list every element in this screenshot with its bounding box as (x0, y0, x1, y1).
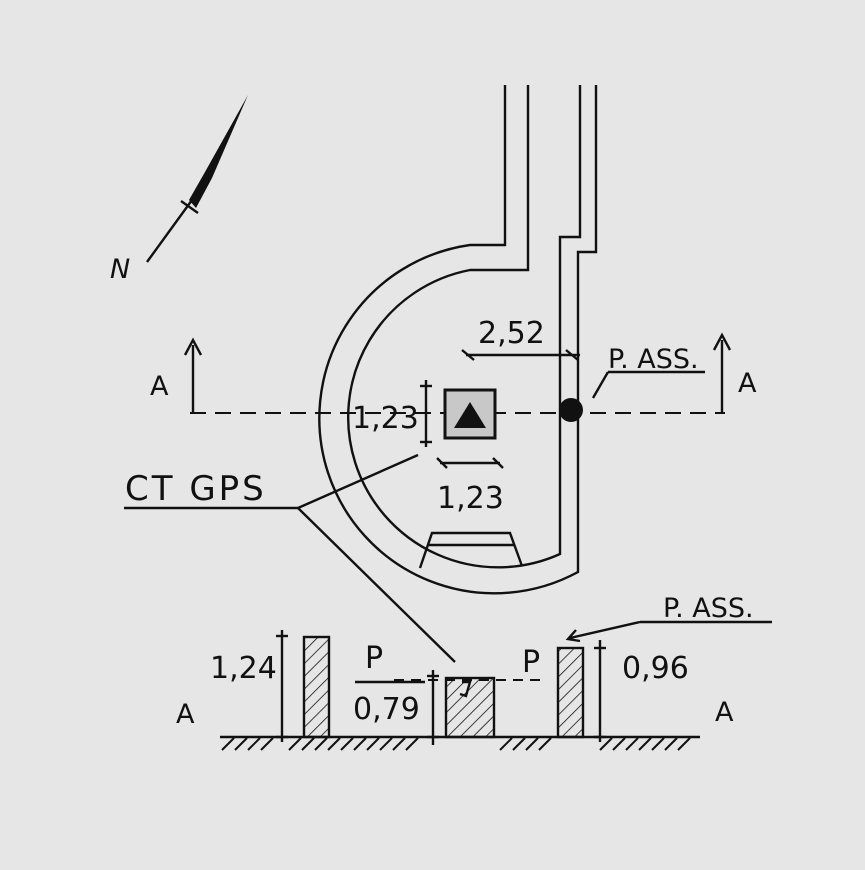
gps-marker (443, 388, 497, 440)
pass-point: P. ASS. (559, 344, 705, 422)
section-a-left: A (176, 699, 195, 730)
dim-left-height: 1,24 (210, 651, 277, 686)
pass-arrow-icon (565, 629, 581, 643)
dim-right-height: 0,96 (622, 651, 689, 686)
marker-hook-icon (459, 680, 472, 698)
ct-gps-label: CT GPS (125, 469, 267, 509)
section-view (220, 635, 700, 751)
triangle-icon (454, 402, 486, 428)
dim-center: 0,79 (353, 692, 420, 727)
plan-view (318, 85, 598, 595)
section-dims: 1,24 P 0,79 P 0,96 A A P. ASS. (176, 593, 772, 745)
outer-wall (318, 85, 598, 595)
section-label-right: A (738, 368, 757, 399)
pass-label-top: P. ASS. (608, 344, 699, 375)
section-a-right: A (715, 697, 734, 728)
p-left-label: P (365, 641, 383, 676)
bench-outer (418, 531, 524, 569)
section-label-left: A (150, 371, 169, 402)
section-line: A A (150, 332, 757, 414)
right-wall (556, 646, 585, 739)
inner-wall (347, 85, 582, 569)
dim-top: 2,52 (461, 316, 580, 361)
north-label: N (110, 254, 130, 285)
north-arrow-icon: N (110, 95, 248, 285)
left-wall (302, 635, 331, 739)
dim-marker-height: 1,23 (352, 401, 419, 436)
pass-label-bottom: P. ASS. (663, 593, 754, 624)
center-block (444, 676, 496, 739)
ct-gps-callout: CT GPS (124, 453, 456, 663)
dim-top-distance: 2,52 (478, 316, 545, 351)
dim-marker: 1,23 1,23 (352, 380, 504, 516)
dim-marker-width: 1,23 (437, 481, 504, 516)
arrow-up-right-icon (712, 332, 732, 351)
pass-dot (559, 398, 583, 422)
arrow-up-left-icon (183, 337, 203, 356)
p-right-label: P (522, 645, 540, 680)
